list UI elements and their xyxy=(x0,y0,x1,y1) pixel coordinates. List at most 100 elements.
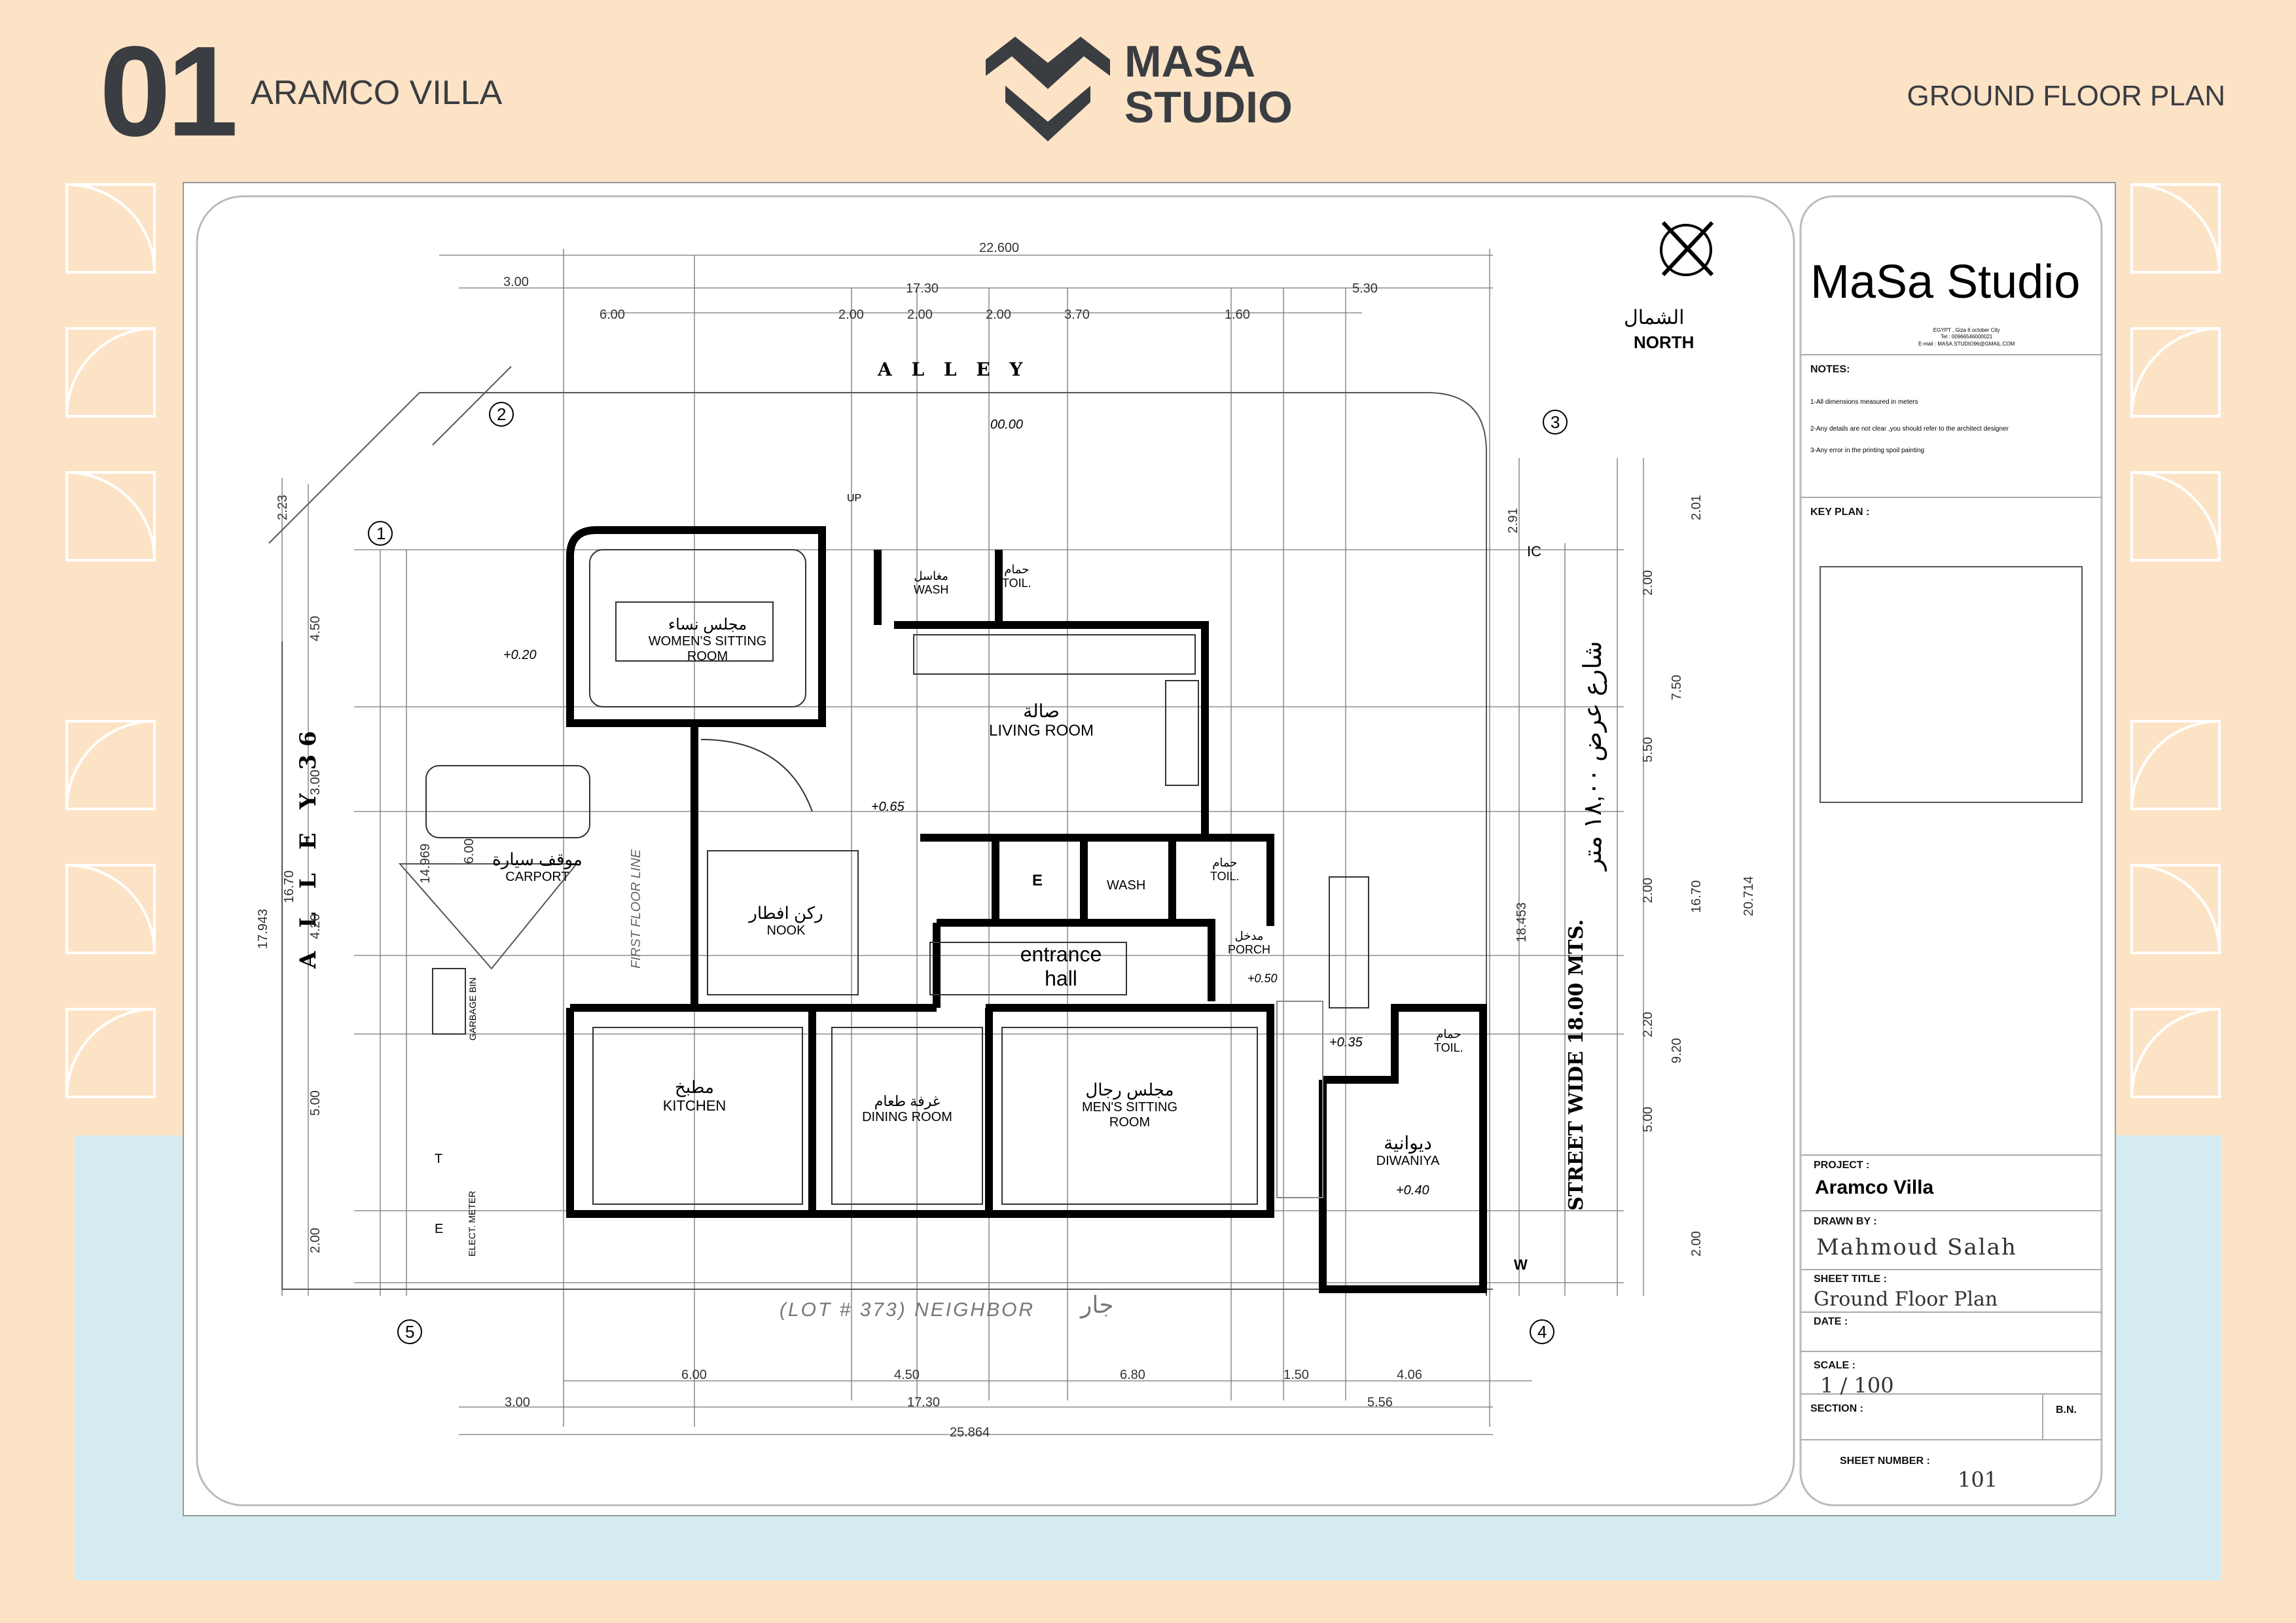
t-marker-label: T xyxy=(435,1152,443,1166)
dim-right-2: 7.50 xyxy=(1670,675,1684,700)
decorative-tile xyxy=(65,183,156,274)
dim-top-7: 2.00 xyxy=(986,308,1011,322)
water-label: W xyxy=(1514,1257,1528,1273)
project-value: Aramco Villa xyxy=(1815,1177,1934,1198)
porch-label: مدخل PORCH xyxy=(1228,929,1271,956)
north-label: NORTH xyxy=(1634,332,1695,352)
e-marker-label: E xyxy=(435,1222,444,1236)
studio-name: MaSa Studio xyxy=(1810,256,2081,308)
sheet-number-value: 101 xyxy=(1958,1467,1998,1492)
dining-room-label: غرفة طعام DINING ROOM xyxy=(862,1093,952,1124)
dim-left-1: 4.50 xyxy=(308,616,323,641)
dim-right-0: 2.01 xyxy=(1689,495,1704,520)
alley-top-label: A L L E Y xyxy=(878,359,1030,380)
sheet-index-number: 01 xyxy=(99,20,238,163)
section-label: SECTION : xyxy=(1810,1403,1863,1414)
dim-bottom-1: 4.50 xyxy=(894,1368,920,1382)
street-label-ar: شارع عرض ١٨,٠٠ متر xyxy=(1579,641,1607,870)
project-label: PROJECT : xyxy=(1814,1160,1870,1171)
bn-label: B.N. xyxy=(2056,1404,2077,1416)
scale-value: 1 / 100 xyxy=(1820,1373,1894,1398)
level-00: 00.00 xyxy=(990,418,1024,432)
notes-list: 1-All dimensions measured in meters 2-An… xyxy=(1810,399,2009,454)
dim-right-12: 2.91 xyxy=(1506,508,1520,533)
drawn-by-label: DRAWN BY : xyxy=(1814,1216,1877,1227)
entrance-hall-label: entrance hall xyxy=(1020,942,1102,990)
mens-sitting-room-label: مجلس رجال MEN'S SITTING ROOM xyxy=(1081,1080,1178,1130)
dim-bottom-6: 17.30 xyxy=(907,1395,941,1410)
grid-marker-2: 2 xyxy=(497,404,507,424)
notes-label: NOTES: xyxy=(1810,364,1850,375)
decorative-tile xyxy=(2130,183,2221,274)
decorative-tile xyxy=(65,864,156,954)
floor-plan-drawing xyxy=(196,195,2103,1507)
living-room-label: صالة LIVING ROOM xyxy=(988,701,1094,740)
sheet-title-label: SHEET TITLE : xyxy=(1814,1274,1887,1285)
first-floor-line-label: FIRST FLOOR LINE xyxy=(629,849,643,969)
dim-left-0: 2.23 xyxy=(276,495,290,520)
decorative-tile xyxy=(2130,1008,2221,1098)
dim-left-9: 6.00 xyxy=(462,838,476,864)
garbage-bin-label: GARBAGE BIN xyxy=(467,977,478,1041)
ic-label: IC xyxy=(1527,543,1541,560)
studio-logo-icon xyxy=(986,37,1110,141)
dim-top-9: 1.60 xyxy=(1225,308,1250,322)
drawing-sheet: الشمال NORTH A L L E Y A L L E Y 36 STRE… xyxy=(183,182,2116,1516)
decorative-tile xyxy=(65,1008,156,1098)
toilet3-label: حمام TOIL. xyxy=(1434,1027,1463,1054)
north-arrow-icon xyxy=(1660,221,1714,277)
grid-marker-1: 1 xyxy=(376,524,386,543)
dim-right-9: 5.00 xyxy=(1641,1107,1655,1132)
dim-bottom-2: 6.80 xyxy=(1120,1368,1145,1382)
dim-right-5: 16.70 xyxy=(1689,880,1704,913)
dim-left-7: 17.943 xyxy=(256,908,270,949)
decorative-tile xyxy=(65,720,156,810)
date-label: DATE : xyxy=(1814,1316,1848,1327)
logo-text-masa: MASA xyxy=(1124,37,1256,86)
dim-top-1: 3.00 xyxy=(503,275,529,289)
carport-label: موقف سيارة CARPORT xyxy=(492,849,583,884)
street-label: STREET WIDE 18.00 MTS. xyxy=(1565,919,1588,1211)
sheet-heading: GROUND FLOOR PLAN xyxy=(1907,80,2225,112)
dim-bottom-4: 4.06 xyxy=(1397,1368,1422,1382)
dim-bottom-7: 5.56 xyxy=(1367,1395,1393,1410)
dim-top-6: 2.00 xyxy=(907,308,933,322)
kitchen-label: مطبخ KITCHEN xyxy=(662,1077,726,1114)
decorative-tile xyxy=(2130,864,2221,954)
dim-top-0: 22.600 xyxy=(979,241,1020,255)
dim-right-1: 2.00 xyxy=(1641,570,1655,596)
dim-left-5: 2.00 xyxy=(308,1228,323,1253)
grid-marker-3: 3 xyxy=(1551,412,1560,432)
dim-left-3: 4.20 xyxy=(308,914,323,939)
decorative-tile xyxy=(65,471,156,562)
dim-right-6: 20.714 xyxy=(1742,876,1756,916)
sheet-number-label: SHEET NUMBER : xyxy=(1840,1455,1930,1467)
dim-bottom-3: 1.50 xyxy=(1283,1368,1309,1382)
level-plus035: +0.35 xyxy=(1329,1035,1363,1050)
north-label-ar: الشمال xyxy=(1624,307,1685,329)
decorative-tile xyxy=(2130,720,2221,810)
project-title: ARAMCO VILLA xyxy=(251,74,503,112)
dim-right-4: 2.00 xyxy=(1641,878,1655,903)
dim-left-2: 3.00 xyxy=(308,770,323,795)
level-plus020: +0.20 xyxy=(503,648,537,662)
level-plus040: +0.40 xyxy=(1396,1183,1429,1198)
elevator-label: E xyxy=(1032,872,1043,889)
nook-label: ركن افطار NOOK xyxy=(749,903,823,938)
stair-up-label: UP xyxy=(847,493,862,504)
dim-top-5: 2.00 xyxy=(838,308,864,322)
womens-sitting-room-label: مجلس نساء WOMEN'S SITTING ROOM xyxy=(648,616,767,664)
decorative-tile xyxy=(2130,471,2221,562)
decorative-tile xyxy=(2130,327,2221,418)
dim-top-3: 5.30 xyxy=(1352,281,1378,296)
dim-bottom-0: 6.00 xyxy=(681,1368,707,1382)
toilet2-label: حمام TOIL. xyxy=(1210,856,1240,883)
studio-contact: EGYPT , Giza 6 october City Tel : 009665… xyxy=(1918,327,2015,347)
neighbor-label: (LOT # 373) NEIGHBOR xyxy=(780,1299,1035,1321)
dim-top-4: 6.00 xyxy=(600,308,625,322)
dim-left-4: 5.00 xyxy=(308,1090,323,1116)
toilet-label: حمام TOIL. xyxy=(1002,563,1031,590)
grid-marker-4: 4 xyxy=(1537,1322,1547,1342)
drawn-by-value: Mahmoud Salah xyxy=(1816,1234,2017,1260)
key-plan-label: KEY PLAN : xyxy=(1810,507,1870,518)
